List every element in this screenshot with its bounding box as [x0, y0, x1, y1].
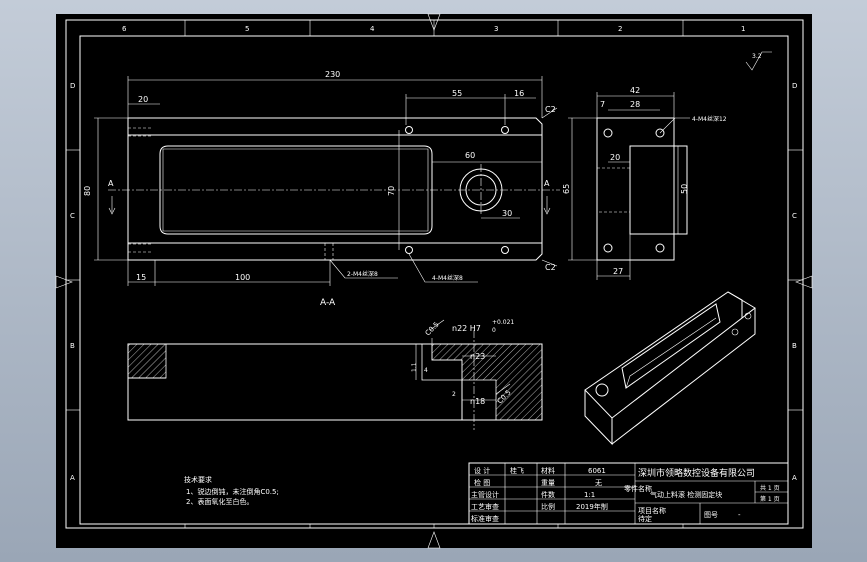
tb-company: 深圳市领略数控设备有限公司	[638, 467, 755, 479]
dim-side-7: 7	[600, 100, 605, 109]
side-view-dimensions: 42 7 28 4-M4丝深12 20 50 65 27 3.2	[562, 53, 762, 276]
tb-sheet-current: 第 1 页	[760, 495, 780, 503]
row-label: B	[792, 342, 797, 350]
tb-project-value: 待定	[638, 514, 652, 523]
dim-side-65: 65	[562, 184, 571, 194]
tb-checker-label: 检 图	[474, 478, 490, 487]
tb-weight-value: 无	[595, 479, 602, 487]
dim-section-dia-18: n18	[470, 397, 485, 406]
tb-material-label: 材料	[541, 466, 555, 475]
tb-sheet-total: 共 1 页	[760, 484, 780, 492]
tb-material-value: 6061	[588, 467, 606, 475]
dim-left-15: 15	[136, 273, 146, 282]
tb-designer-label: 设 计	[474, 466, 490, 475]
tb-ratio-label: 件数	[541, 490, 555, 499]
callout-side-view-thread: 4-M4丝深12	[692, 115, 727, 123]
title-block	[468, 462, 789, 525]
tb-drawing-no-label: 图号	[704, 511, 718, 519]
callout-side-thread: 2-M4丝深8	[347, 270, 378, 278]
tb-chief-label: 主管设计	[471, 490, 499, 499]
dim-side-28: 28	[630, 100, 640, 109]
tb-project-label: 项目名称	[638, 506, 666, 515]
col-label: 5	[245, 25, 249, 33]
dim-chamfer-bottom: C2	[545, 263, 556, 272]
dim-side-20: 20	[610, 153, 620, 162]
dim-bore-fit: n22 H7	[452, 324, 481, 333]
col-label: 3	[494, 25, 498, 33]
section-mark-left: A	[108, 179, 114, 188]
notes-title: 技术要求	[184, 475, 212, 484]
front-view	[94, 76, 560, 286]
section-mark-right: A	[544, 179, 550, 188]
title-block-text: 设 计 桂飞 检 图 主管设计 工艺审查 标准审查 材料 6061 重量 无 件…	[471, 466, 780, 523]
dim-tol-upper: +0.021	[492, 319, 514, 326]
row-label: D	[70, 82, 75, 90]
tb-scale-label: 比例	[541, 502, 555, 511]
dim-height-80: 80	[83, 186, 92, 196]
tb-standard-label: 标准审查	[471, 514, 499, 523]
dim-bore-30: 30	[502, 209, 512, 218]
dim-inner-70: 70	[387, 186, 396, 196]
zone-ticks	[55, 13, 813, 549]
notes-line-1: 1、锐边倒钝，未注倒角C0.5;	[186, 487, 279, 496]
row-label: A	[792, 474, 797, 482]
dim-section-2: 2	[452, 391, 456, 398]
section-view	[127, 319, 543, 430]
row-label: D	[792, 82, 797, 90]
row-label: C	[70, 212, 75, 220]
col-label: 1	[741, 25, 745, 33]
dim-offset-20: 20	[138, 95, 148, 104]
dim-side-27: 27	[613, 267, 623, 276]
col-label: 4	[370, 25, 375, 33]
dim-chamfer-top: C2	[545, 105, 556, 114]
tb-drawing-no-value: -	[738, 511, 741, 519]
dim-span-100: 100	[235, 273, 250, 282]
callout-bottom-thread: 4-M4丝深8	[432, 274, 463, 282]
dim-section-dia-23: n23	[470, 352, 485, 361]
tb-process-label: 工艺审查	[471, 502, 499, 511]
surface-finish: 3.2	[752, 53, 762, 60]
row-label: A	[70, 474, 75, 482]
dim-section-11: 1.1	[411, 362, 418, 372]
zone-labels: 6 5 4 3 2 1 D C B A D C B A	[70, 25, 797, 482]
notes-line-2: 2、表面氧化至白色。	[186, 497, 253, 506]
dim-side-42: 42	[630, 86, 640, 95]
isometric-view	[584, 291, 756, 446]
dim-tol-lower: 0	[492, 327, 496, 334]
tb-scale-value: 1:1	[584, 491, 595, 499]
tb-date-value: 2019年制	[576, 502, 608, 511]
technical-notes: 技术要求 1、锐边倒钝，未注倒角C0.5; 2、表面氧化至白色。	[184, 475, 279, 506]
drawing-sheet	[56, 14, 812, 548]
dim-total-length: 230	[325, 70, 340, 79]
dim-side-50: 50	[680, 184, 689, 194]
front-view-dimensions: 230 20 55 16 C2 C2 80 70 60 30 15 100 2-…	[83, 70, 556, 282]
row-label: B	[70, 342, 75, 350]
section-title: A-A	[320, 298, 336, 308]
outer-frame	[65, 19, 804, 529]
col-label: 2	[618, 25, 622, 33]
tb-weight-label: 重量	[541, 479, 555, 487]
tb-part-name: 气动上料滚 检测固定块	[650, 490, 722, 499]
tb-part-label: 零件名称	[624, 484, 652, 493]
row-label: C	[792, 212, 797, 220]
dim-section-4: 4	[424, 367, 428, 374]
tb-designer-name: 桂飞	[510, 466, 524, 475]
side-view	[568, 51, 772, 280]
dim-edge-16: 16	[514, 89, 524, 98]
dim-slot-60: 60	[465, 151, 475, 160]
dim-pitch-55: 55	[452, 89, 462, 98]
col-label: 6	[122, 25, 127, 33]
